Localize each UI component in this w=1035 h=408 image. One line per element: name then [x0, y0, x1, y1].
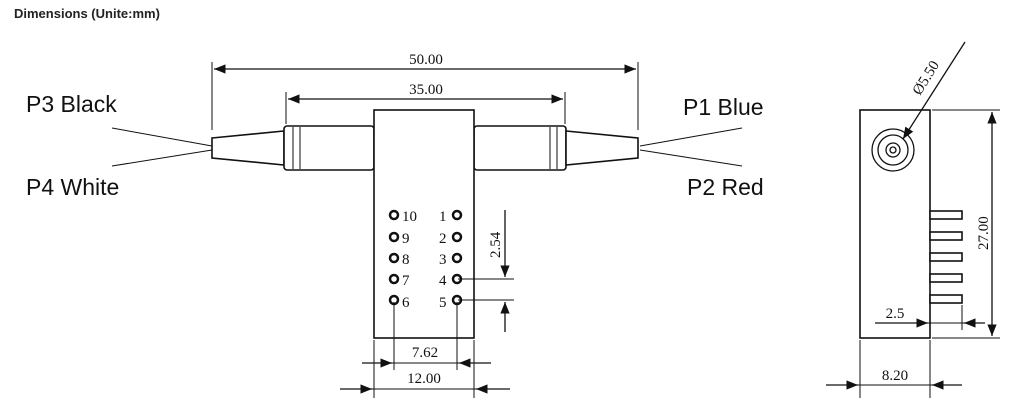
pin-hole: [451, 231, 463, 243]
port-label-p4: P4 White: [26, 174, 119, 200]
pin-label-3: 3: [439, 252, 447, 268]
dim-pin-length-text: 2.5: [886, 306, 905, 322]
dim-housing-length-text: 35.00: [409, 82, 443, 98]
dim-pin-length: 2.5: [875, 305, 985, 330]
dim-housing-length: 35.00: [285, 82, 566, 124]
pin-label-9: 9: [402, 231, 410, 247]
dim-height: 27.00: [932, 109, 1000, 339]
pin-label-7: 7: [402, 273, 410, 289]
pin-label-2: 2: [439, 231, 447, 247]
pin-label-6: 6: [402, 295, 410, 311]
dim-depth: 8.20: [826, 340, 962, 398]
dim-pin-pitch-text: 2.54: [488, 231, 504, 258]
pin-hole: [388, 209, 400, 221]
left-tube: [283, 125, 375, 171]
fiber-leads: [111, 127, 743, 167]
pin-label-8: 8: [402, 252, 410, 268]
pin-hole: [451, 209, 463, 221]
pin-hole: [388, 273, 400, 285]
side-view: Ø5.50 27.00 2.5: [826, 41, 1000, 398]
dim-port-diameter-text: Ø5.50: [910, 58, 943, 98]
dim-overall-length-text: 50.00: [409, 52, 443, 68]
dim-row-spacing: 7.62: [362, 302, 491, 370]
port-label-p2: P2 Red: [687, 174, 764, 200]
port-label-p3: P3 Black: [26, 91, 117, 117]
dim-port-diameter: Ø5.50: [902, 41, 966, 140]
pin-label-10: 10: [402, 209, 417, 225]
pin-label-1: 1: [439, 209, 447, 225]
pin-hole: [451, 252, 463, 264]
dim-pin-pitch: 2.54: [458, 210, 514, 332]
dim-depth-text: 8.20: [882, 368, 908, 384]
dim-body-width: 12.00: [340, 340, 510, 398]
pin-label-4: 4: [439, 273, 447, 289]
pin-label-5: 5: [439, 295, 447, 311]
pin-hole: [388, 231, 400, 243]
dim-height-text: 27.00: [976, 216, 992, 250]
right-fiber-boot: [565, 130, 639, 166]
left-fiber-boot: [211, 130, 285, 166]
diagram-heading: Dimensions (Unite:mm): [14, 6, 160, 21]
dim-overall-length: 50.00: [211, 52, 639, 130]
dim-body-width-text: 12.00: [407, 371, 441, 387]
side-housing: [859, 109, 931, 339]
dim-row-spacing-text: 7.62: [412, 345, 438, 361]
side-pins: [929, 210, 963, 304]
fiber-port-icon: [871, 128, 915, 172]
pin-hole: [388, 252, 400, 264]
front-view: 10 9 8 7 6 1 2 3 4 5 P3 Black P4 White P…: [26, 52, 764, 398]
port-label-p1: P1 Blue: [683, 94, 764, 120]
right-tube: [473, 125, 567, 171]
